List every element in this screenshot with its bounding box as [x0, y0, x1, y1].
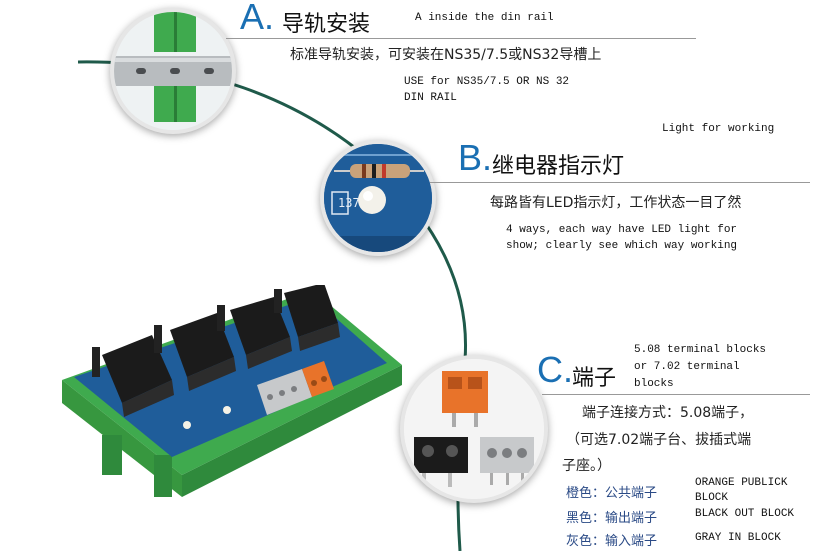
section-c-title-en-2: or 7.02 terminal [634, 361, 740, 373]
section-c-description-2: （可选7.02端子台、拔插式端 [566, 432, 752, 448]
section-c-title-en-1: 5.08 terminal blocks [634, 344, 767, 356]
section-a-description-en-1: USE for NS35/7.5 OR NS 32 [404, 76, 570, 88]
terminals-magnifier [400, 355, 548, 503]
legend-black-zh: 黑色：输出端子 [566, 511, 658, 526]
section-a-description-en-2: DIN RAIL [404, 92, 457, 104]
section-c-rule [542, 394, 810, 395]
legend-gray-en: GRAY IN BLOCK [695, 532, 781, 544]
section-b-rule [430, 182, 810, 183]
section-a-letter: A. [240, 0, 275, 37]
section-c-title-en-3: blocks [634, 378, 674, 390]
din-rail-clip-icon [114, 12, 232, 130]
din-rail-magnifier [110, 8, 236, 134]
section-b-letter: B. [458, 137, 493, 178]
section-a-rule [226, 38, 696, 39]
section-a-description: 标准导轨安装，可安装在NS35/7.5或NS32导槽上 [290, 47, 602, 63]
legend-orange-zh: 橙色：公共端子 [566, 486, 658, 501]
section-b-description-en-2: show; clearly see which way working [506, 240, 738, 252]
section-a-title-en: A inside the din rail [415, 12, 554, 24]
section-b-description: 每路皆有LED指示灯，工作状态一目了然 [490, 195, 742, 211]
section-c-letter: C. [537, 349, 573, 390]
section-c-title: 端子 [572, 366, 617, 391]
section-b-title-en: Light for working [662, 123, 775, 135]
board-silkscreen-label: 137 [338, 196, 360, 210]
section-a-title: 导轨安装 [282, 12, 371, 37]
section-b-title: 继电器指示灯 [492, 154, 625, 179]
terminals-illustration [404, 359, 544, 499]
gray-terminal-icon [480, 437, 534, 485]
black-terminal-icon [414, 437, 468, 487]
led-magnifier: 137 [320, 140, 436, 256]
relay-module-icon [62, 285, 402, 497]
section-c-description-1: 端子连接方式：5.08端子， [582, 405, 754, 421]
section-b-description-en-1: 4 ways, each way have LED light for [506, 224, 738, 236]
section-c-description-3: 子座。） [562, 458, 611, 474]
orange-terminal-icon [442, 371, 488, 427]
legend-orange-en: ORANGE PUBLICK BLOCK [695, 477, 788, 504]
legend-gray-zh: 灰色：输入端子 [566, 534, 658, 549]
legend-black-en: BLACK OUT BLOCK [695, 508, 795, 520]
led-indicator-icon [324, 144, 432, 252]
